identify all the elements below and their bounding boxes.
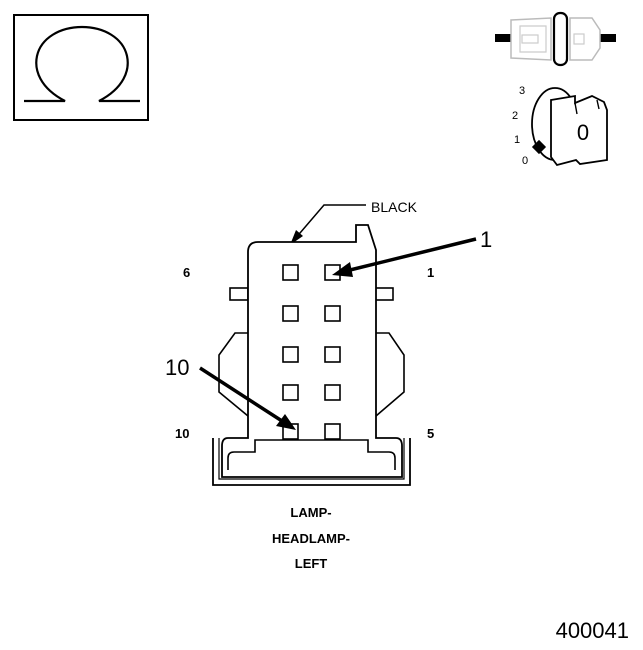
pin-4: [324, 384, 341, 401]
connector-name-line-2: HEADLAMP-: [272, 531, 350, 546]
ignition-position-3: 3: [519, 85, 525, 97]
omega-box-frame: [13, 14, 149, 121]
ignition-indicator-value: 0: [577, 120, 589, 145]
pin-2: [324, 305, 341, 322]
pin-9: [282, 384, 299, 401]
ignition-switch-icon: 0 3 2 1 0: [512, 85, 608, 167]
pin-grid: [282, 264, 341, 440]
inline-connector-icon: [495, 11, 616, 67]
pin-label-bottom-left: 10: [175, 426, 189, 441]
pin-label-bottom-right: 5: [427, 426, 434, 441]
callout-pin-10-label: 10: [165, 355, 189, 380]
pin-8: [282, 346, 299, 363]
connector-color-label: BLACK: [371, 199, 418, 215]
pin-7: [282, 305, 299, 322]
callout-pin-10: 10: [165, 355, 296, 430]
ignition-position-2: 2: [512, 110, 518, 122]
omega-symbol-box: [13, 14, 149, 121]
connector-body: [212, 224, 411, 486]
callout-pin-1-label: 1: [480, 227, 492, 252]
ignition-position-0: 0: [522, 155, 528, 167]
pin-6: [282, 264, 299, 281]
omega-icon: [24, 25, 140, 103]
pin-label-top-left: 6: [183, 265, 190, 280]
pin-3: [324, 346, 341, 363]
connector-name-line-1: LAMP-: [290, 505, 331, 520]
color-label-leader: [293, 204, 366, 241]
pin-5: [324, 423, 341, 440]
connector-name-line-3: LEFT: [295, 556, 328, 571]
ignition-position-1: 1: [514, 134, 520, 146]
callout-pin-1: 1: [332, 227, 492, 277]
pin-label-top-right: 1: [427, 265, 434, 280]
figure-id: 400041: [556, 618, 629, 643]
